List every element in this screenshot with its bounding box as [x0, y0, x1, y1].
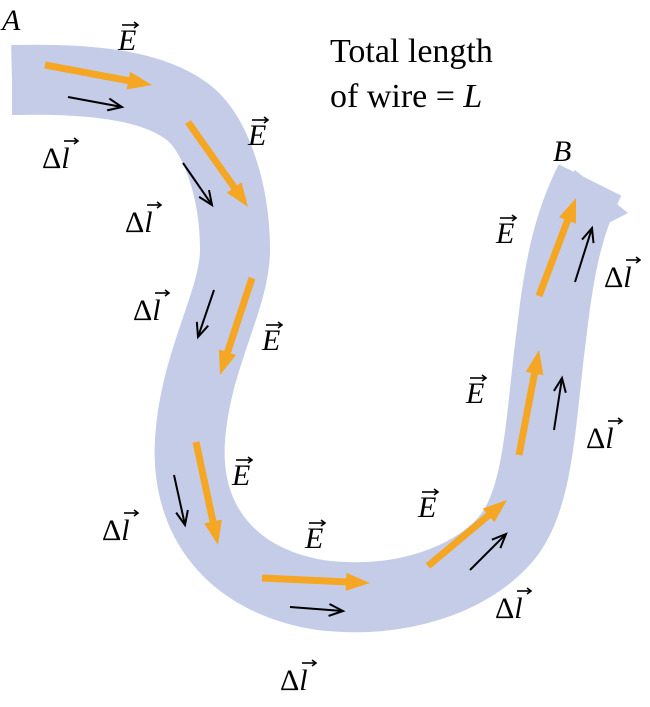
segment-2-path-element-label: Δl — [125, 206, 153, 239]
segment-1-electric-field-arrow — [44, 61, 152, 90]
segment-4-path-element-vector-mark — [124, 509, 140, 517]
arrows-layer — [44, 61, 595, 617]
segment-5-path-element-vector-mark — [302, 659, 318, 667]
endpoint-label-a: A — [0, 4, 21, 37]
endpoint-label-b: B — [553, 135, 571, 168]
segment-8-electric-field-label: E — [495, 217, 514, 250]
segment-3-path-element-arrow — [195, 289, 215, 340]
segment-2-electric-field-vector-mark — [252, 116, 270, 124]
segment-7-electric-field-vector-mark — [470, 374, 488, 382]
segment-2-path-element-arrow — [182, 162, 214, 208]
segment-7-path-element-vector-mark — [608, 417, 624, 425]
wire — [11, 44, 622, 633]
segment-7-path-element-label: Δl — [586, 422, 614, 455]
segment-4-electric-field-label: E — [231, 459, 250, 492]
segment-3-path-element-vector-mark — [155, 289, 171, 297]
segment-1-path-element-label: Δl — [42, 142, 70, 175]
segment-8-path-element-arrow — [574, 225, 595, 283]
segment-2-path-element-vector-mark — [147, 201, 163, 209]
wire-end-cap — [555, 170, 628, 230]
note-symbol-l: L — [462, 78, 482, 115]
segment-6-electric-field-vector-mark — [422, 488, 440, 496]
segment-4-path-element-label: Δl — [102, 514, 130, 547]
segment-6-electric-field-arrow — [425, 500, 507, 569]
segment-8-electric-field-arrow — [535, 198, 576, 298]
segment-1-electric-field-vector-mark — [122, 21, 140, 29]
segment-5-path-element-arrow — [289, 603, 346, 617]
segment-6-path-element-vector-mark — [517, 587, 533, 595]
segment-3-electric-field-vector-mark — [266, 321, 284, 329]
segment-1-path-element-arrow — [67, 96, 125, 112]
segment-3-path-element-label: Δl — [133, 294, 161, 327]
segment-7-path-element-arrow — [553, 375, 567, 431]
segment-8-electric-field-vector-mark — [500, 214, 518, 222]
segment-1-path-element-vector-mark — [64, 137, 80, 145]
segment-2-electric-field-label: E — [247, 119, 266, 152]
total-length-note-line1: Total length — [330, 33, 493, 70]
total-length-note-line2: of wire = L — [330, 78, 482, 115]
segment-7-electric-field-arrow — [515, 350, 544, 456]
segment-5-electric-field-arrow — [261, 572, 370, 591]
segment-5-path-element-label: Δl — [280, 664, 308, 697]
segment-4-path-element-arrow — [173, 474, 189, 528]
segment-5-electric-field-label: E — [304, 522, 323, 555]
segment-1-electric-field-label: E — [117, 24, 136, 57]
segment-3-electric-field-arrow — [218, 276, 256, 375]
segment-6-path-element-arrow — [469, 532, 508, 571]
segment-3-electric-field-label: E — [261, 324, 280, 357]
segment-4-electric-field-vector-mark — [236, 456, 254, 464]
segment-7-electric-field-label: E — [465, 377, 484, 410]
segment-2-electric-field-arrow — [185, 119, 248, 207]
segment-8-path-element-label: Δl — [604, 261, 632, 294]
segment-6-path-element-label: Δl — [495, 592, 523, 625]
segment-6-electric-field-label: E — [417, 491, 436, 524]
note-prefix: of wire = — [330, 78, 463, 115]
segment-5-electric-field-vector-mark — [309, 519, 327, 527]
wire-start-cap — [12, 45, 18, 115]
segment-8-path-element-vector-mark — [626, 256, 642, 264]
segment-4-electric-field-arrow — [192, 441, 222, 545]
